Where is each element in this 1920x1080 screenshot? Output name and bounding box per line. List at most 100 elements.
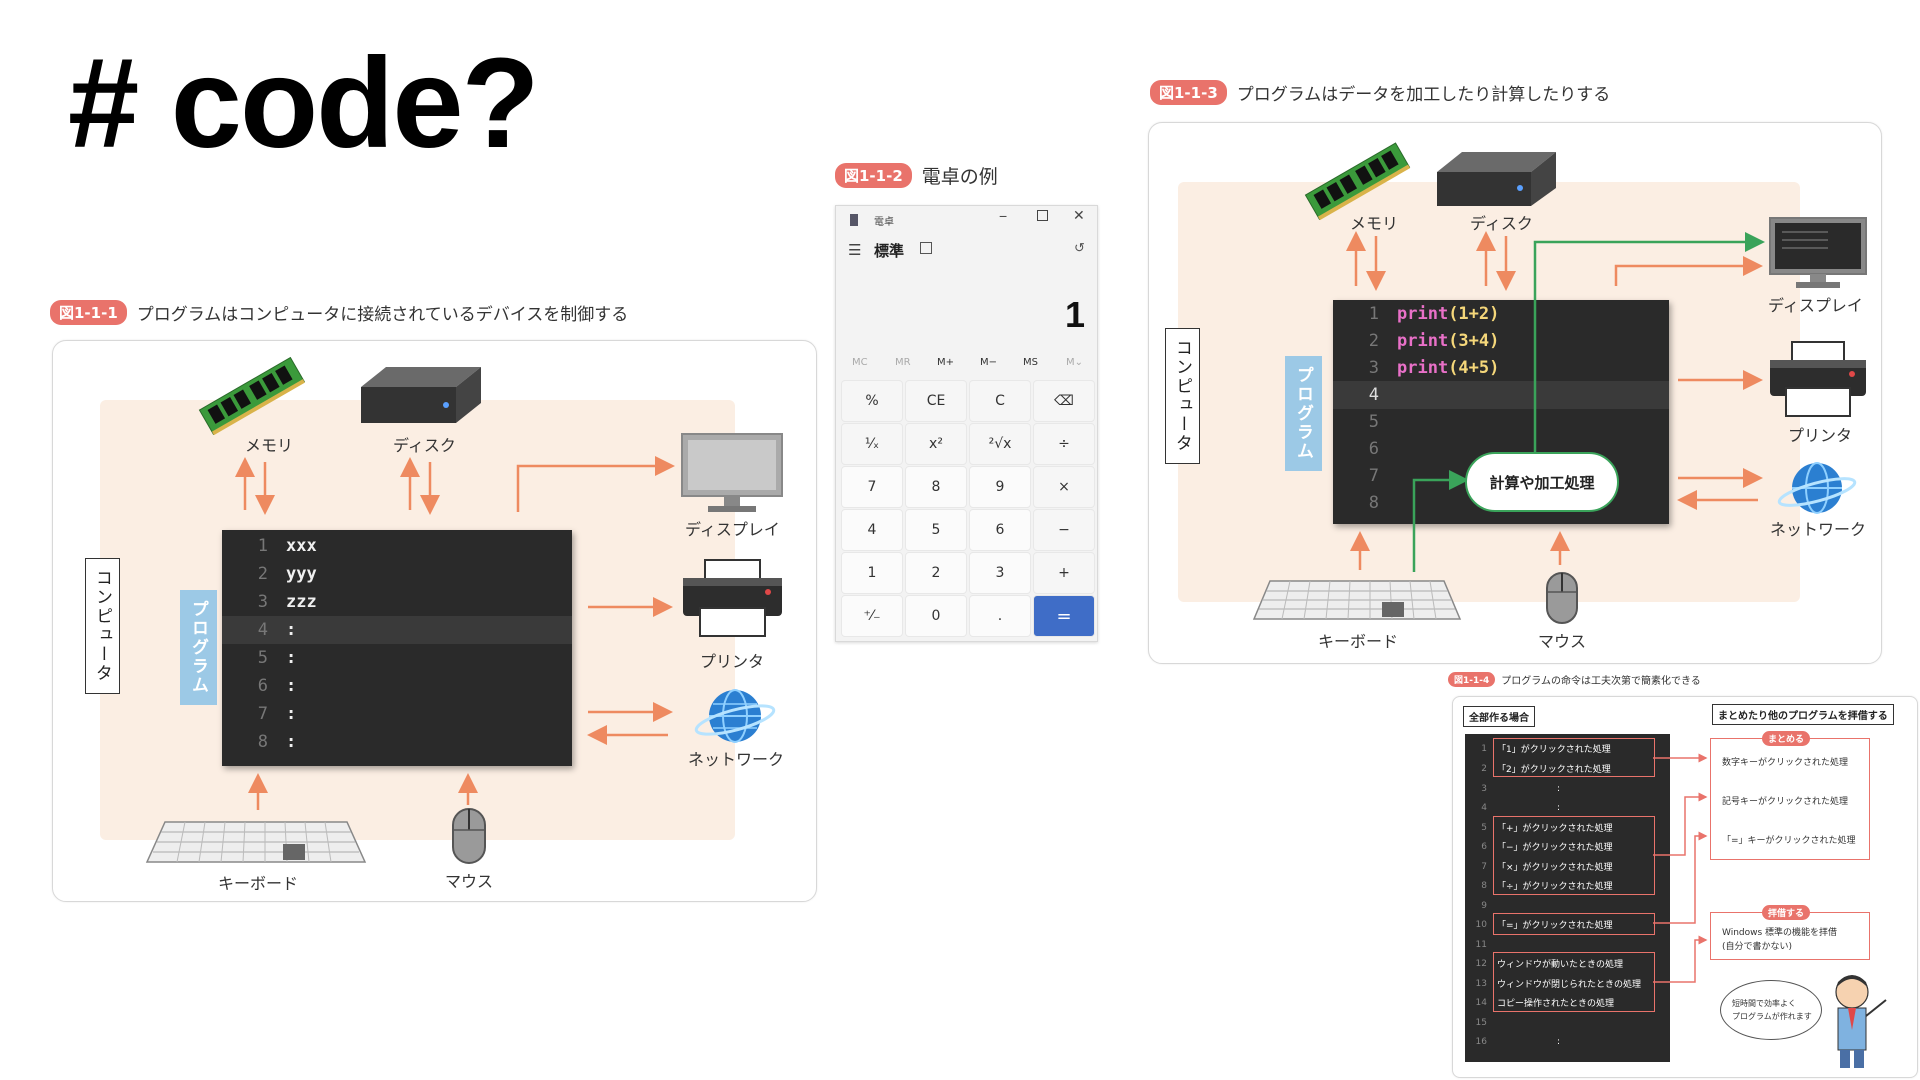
fig3-badge: 図1-1-3 — [1150, 80, 1227, 105]
keyboard-icon — [145, 821, 367, 863]
key-clear[interactable]: C — [969, 380, 1031, 422]
close-button[interactable]: ✕ — [1073, 207, 1085, 223]
code-line: 4 — [1333, 381, 1669, 409]
keep-on-top-icon[interactable] — [920, 242, 932, 254]
key-3[interactable]: 3 — [969, 552, 1031, 594]
fig2-badge: 図1-1-2 — [835, 163, 912, 188]
fig2-caption: 図1-1-2 電卓の例 — [835, 162, 998, 189]
disk-icon-2 — [1437, 152, 1556, 206]
key-9[interactable]: 9 — [969, 466, 1031, 508]
key-square[interactable]: x² — [905, 423, 967, 465]
printer-icon-2 — [1770, 341, 1866, 417]
group-box-window — [1493, 952, 1655, 1012]
group-box-operators — [1493, 816, 1655, 895]
code-line: 8 — [1368, 493, 1379, 513]
printer-label: プリンタ — [700, 652, 765, 671]
key-equals[interactable]: = — [1033, 595, 1095, 637]
fig1-caption: 図1-1-1 プログラムはコンピュータに接続されているデバイスを制御する — [50, 300, 628, 325]
fig4-connectors — [1653, 753, 1708, 983]
mouse-label: マウス — [445, 872, 494, 891]
code-line: 11 — [1475, 939, 1487, 950]
key-0[interactable]: 0 — [905, 595, 967, 637]
key-4[interactable]: 4 — [841, 509, 903, 551]
mem-recall[interactable]: MR — [895, 357, 911, 368]
code-line: 8「÷」がクリックされた処理 — [1481, 880, 1613, 893]
key-1[interactable]: 1 — [841, 552, 903, 594]
key-negate[interactable]: ⁺⁄₋ — [841, 595, 903, 637]
key-divide[interactable]: ÷ — [1033, 423, 1095, 465]
summary-item: 数字キーがクリックされた処理 — [1722, 758, 1849, 768]
key-multiply[interactable]: × — [1033, 466, 1095, 508]
disk-icon — [361, 367, 481, 423]
computer-label: コンピュータ — [85, 558, 120, 694]
mem-list[interactable]: M⌄ — [1066, 357, 1084, 368]
key-percent[interactable]: % — [841, 380, 903, 422]
group-box-equals — [1493, 913, 1655, 935]
fig4-right-header: まとめたり他のプログラムを拝借する — [1712, 704, 1894, 725]
key-decimal[interactable]: . — [969, 595, 1031, 637]
code-line: 5 — [1368, 412, 1379, 432]
program-label-2: プログラム — [1285, 356, 1322, 471]
mouse-label-2: マウス — [1538, 632, 1587, 651]
fig4-badge: 図1-1-4 — [1448, 672, 1496, 687]
borrow-text-2: (自分で書かない) — [1722, 942, 1793, 952]
summary-tag: まとめる — [1762, 731, 1811, 746]
fig1-badge: 図1-1-1 — [50, 300, 127, 325]
code-line: 15 — [1475, 1017, 1487, 1028]
key-backspace[interactable]: ⌫ — [1033, 380, 1095, 422]
code-line: 7 — [1368, 466, 1379, 486]
keyboard-icon-2 — [1252, 580, 1462, 620]
mem-store[interactable]: MS — [1023, 357, 1038, 368]
key-minus[interactable]: − — [1033, 509, 1095, 551]
printer-label-2: プリンタ — [1788, 426, 1853, 445]
fig4-left-header: 全部作る場合 — [1463, 706, 1535, 727]
mem-add[interactable]: M+ — [937, 357, 955, 368]
teacher-character-icon — [1835, 975, 1887, 1068]
fig3-caption-text: プログラムはデータを加工したり計算したりする — [1236, 85, 1611, 105]
minimize-button[interactable]: − — [999, 208, 1008, 224]
code-line: 1「1」がクリックされた処理 — [1481, 743, 1611, 756]
key-7[interactable]: 7 — [841, 466, 903, 508]
mem-clear[interactable]: MC — [852, 357, 868, 368]
history-icon[interactable]: ↺ — [1074, 240, 1085, 255]
code-line: 7: — [257, 704, 297, 724]
code-line: 4: — [1481, 802, 1561, 813]
memory-label: メモリ — [245, 436, 294, 455]
maximize-button[interactable] — [1037, 210, 1048, 221]
code-line: 10「=」がクリックされた処理 — [1475, 919, 1613, 932]
code-line: 7「×」がクリックされた処理 — [1481, 861, 1613, 874]
network-label: ネットワーク — [688, 750, 785, 769]
key-plus[interactable]: + — [1033, 552, 1095, 594]
program-label: プログラム — [180, 590, 217, 705]
fig3-caption: 図1-1-3 プログラムはデータを加工したり計算したりする — [1150, 80, 1610, 105]
calculator-window-title: 電卓 — [874, 217, 894, 228]
summary-item: 「=」キーがクリックされた処理 — [1722, 836, 1856, 846]
calculator-app-icon — [850, 214, 858, 226]
mouse-icon — [452, 808, 486, 864]
key-8[interactable]: 8 — [905, 466, 967, 508]
display-label: ディスプレイ — [685, 520, 780, 539]
network-label-2: ネットワーク — [1770, 520, 1867, 539]
fig4-caption: 図1-1-4 プログラムの命令は工夫次第で簡素化できる — [1448, 672, 1701, 687]
key-6[interactable]: 6 — [969, 509, 1031, 551]
key-clear-entry[interactable]: CE — [905, 380, 967, 422]
summary-box — [1710, 738, 1870, 860]
hamburger-menu-icon[interactable]: ☰ — [848, 242, 862, 259]
fig2-caption-text: 電卓の例 — [921, 166, 998, 188]
mem-subtract[interactable]: M− — [980, 357, 998, 368]
key-2[interactable]: 2 — [905, 552, 967, 594]
code-line: 16: — [1475, 1036, 1561, 1047]
printer-icon — [683, 559, 782, 637]
code-line: 2「2」がクリックされた処理 — [1481, 763, 1611, 776]
code-line: 5「+」がクリックされた処理 — [1481, 822, 1613, 835]
disk-label-2: ディスク — [1470, 214, 1533, 233]
key-5[interactable]: 5 — [905, 509, 967, 551]
key-reciprocal[interactable]: ¹⁄ₓ — [841, 423, 903, 465]
key-sqrt[interactable]: ²√x — [969, 423, 1031, 465]
